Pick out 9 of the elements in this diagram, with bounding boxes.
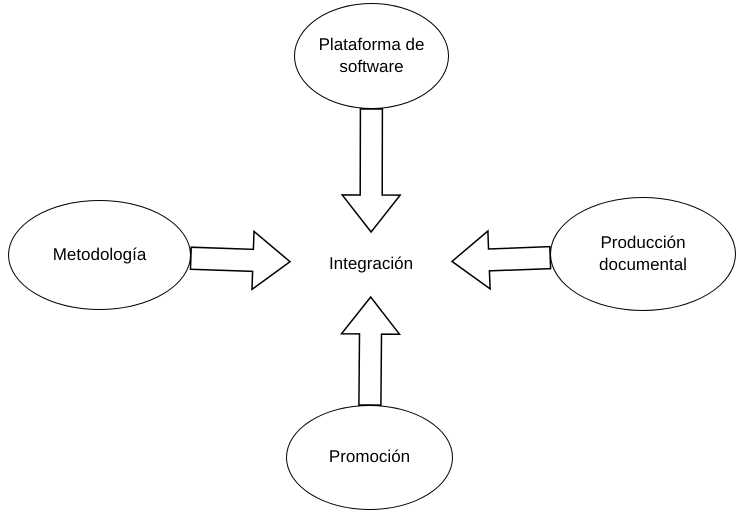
- block-arrow: [340, 296, 402, 406]
- node-label: Producción documental: [598, 232, 688, 276]
- node-label: Metodología: [52, 244, 146, 266]
- block-arrow: [340, 108, 402, 234]
- node-label: Plataforma de software: [318, 34, 426, 78]
- block-arrow: [450, 229, 552, 290]
- node-label: Promoción: [328, 446, 410, 468]
- node-label: Integración: [328, 253, 414, 276]
- block-arrow: [190, 230, 292, 291]
